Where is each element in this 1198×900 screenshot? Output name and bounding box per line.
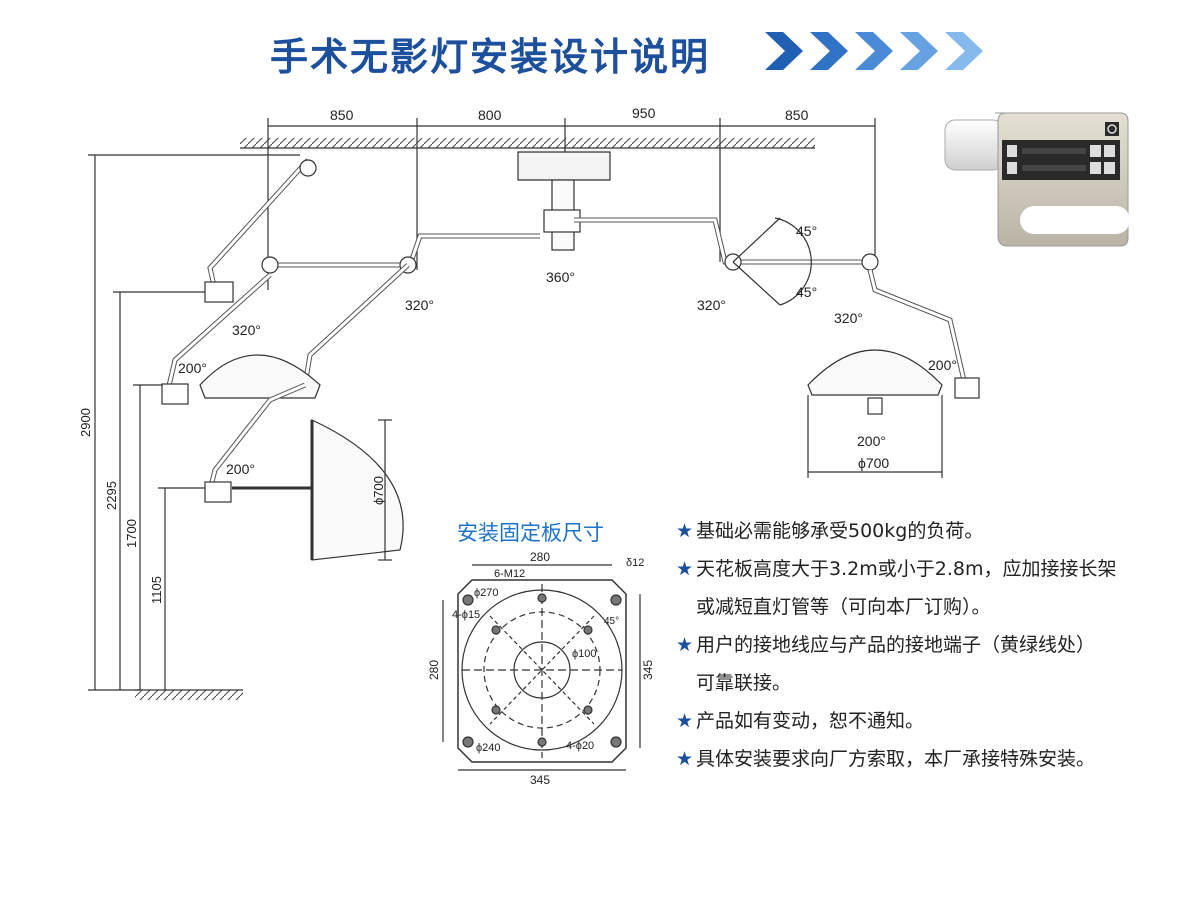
angle-label: 45° <box>796 284 817 300</box>
star-icon: ★ <box>676 710 694 732</box>
plate-d240: ϕ240 <box>476 742 501 754</box>
note-item-continued: 或减短直灯管等（可向本厂订购）。 <box>696 596 991 618</box>
dim-height-1105: 1105 <box>149 576 164 604</box>
plate-holes20: 4-ϕ20 <box>566 740 594 752</box>
rotation-label: 200° <box>226 461 255 477</box>
plate-section-title: 安装固定板尺寸 <box>457 521 604 545</box>
dim-top-3: 950 <box>632 105 656 121</box>
plate-dim-right: 345 <box>641 660 655 680</box>
star-icon: ★ <box>676 558 694 580</box>
plate-angle: 45° <box>604 616 619 627</box>
dim-height-2900: 2900 <box>78 408 93 437</box>
dim-lamp-diameter-right: ϕ700 <box>858 455 889 471</box>
note-item: ★产品如有变动，恕不通知。 <box>676 702 1176 740</box>
rotation-label: 320° <box>232 322 261 338</box>
note-item-continued: 可靠联接。 <box>696 672 792 694</box>
dim-top-1: 850 <box>330 107 354 123</box>
dim-lamp-diameter: ϕ700 <box>371 476 386 505</box>
star-icon: ★ <box>676 634 694 656</box>
plate-holes15: 4-ϕ15 <box>452 609 480 621</box>
rotation-label: 200° <box>928 357 957 373</box>
rotation-label: 200° <box>178 360 207 376</box>
plate-dim-bottom: 345 <box>530 773 550 787</box>
plate-d100: ϕ100 <box>572 648 597 660</box>
rotation-label: 320° <box>405 297 434 313</box>
dim-top-2: 800 <box>478 107 502 123</box>
plate-dim-top: 280 <box>530 550 550 564</box>
dim-height-1700: 1700 <box>124 519 139 548</box>
note-item: ★用户的接地线应与产品的接地端子（黄绿线处） <box>676 626 1176 664</box>
plate-d270: ϕ270 <box>474 587 499 599</box>
rotation-label: 320° <box>697 297 726 313</box>
note-item: ★基础必需能够承受500kg的负荷。 <box>676 512 1176 550</box>
dim-top-4: 850 <box>785 107 809 123</box>
plate-bolts: 6-M12 <box>494 568 525 580</box>
angle-label: 45° <box>796 223 817 239</box>
chevron-arrows-icon <box>765 32 983 70</box>
star-icon: ★ <box>676 748 694 770</box>
plate-thickness: δ12 <box>626 557 644 569</box>
star-icon: ★ <box>676 520 694 542</box>
rotation-label: 320° <box>834 310 863 326</box>
control-panel-image <box>944 112 1130 247</box>
rotation-label: 360° <box>546 269 575 285</box>
plate-dim-left: 280 <box>427 660 441 680</box>
note-item: ★具体安装要求向厂方索取，本厂承接特殊安装。 <box>676 740 1176 778</box>
page-title: 手术无影灯安装设计说明 <box>270 35 711 79</box>
installation-notes: ★基础必需能够承受500kg的负荷。 ★天花板高度大于3.2m或小于2.8m，应… <box>676 512 1176 778</box>
dim-height-2295: 2295 <box>104 481 119 510</box>
note-item: ★天花板高度大于3.2m或小于2.8m，应加接接长架 <box>676 550 1176 588</box>
rotation-label: 200° <box>857 433 886 449</box>
